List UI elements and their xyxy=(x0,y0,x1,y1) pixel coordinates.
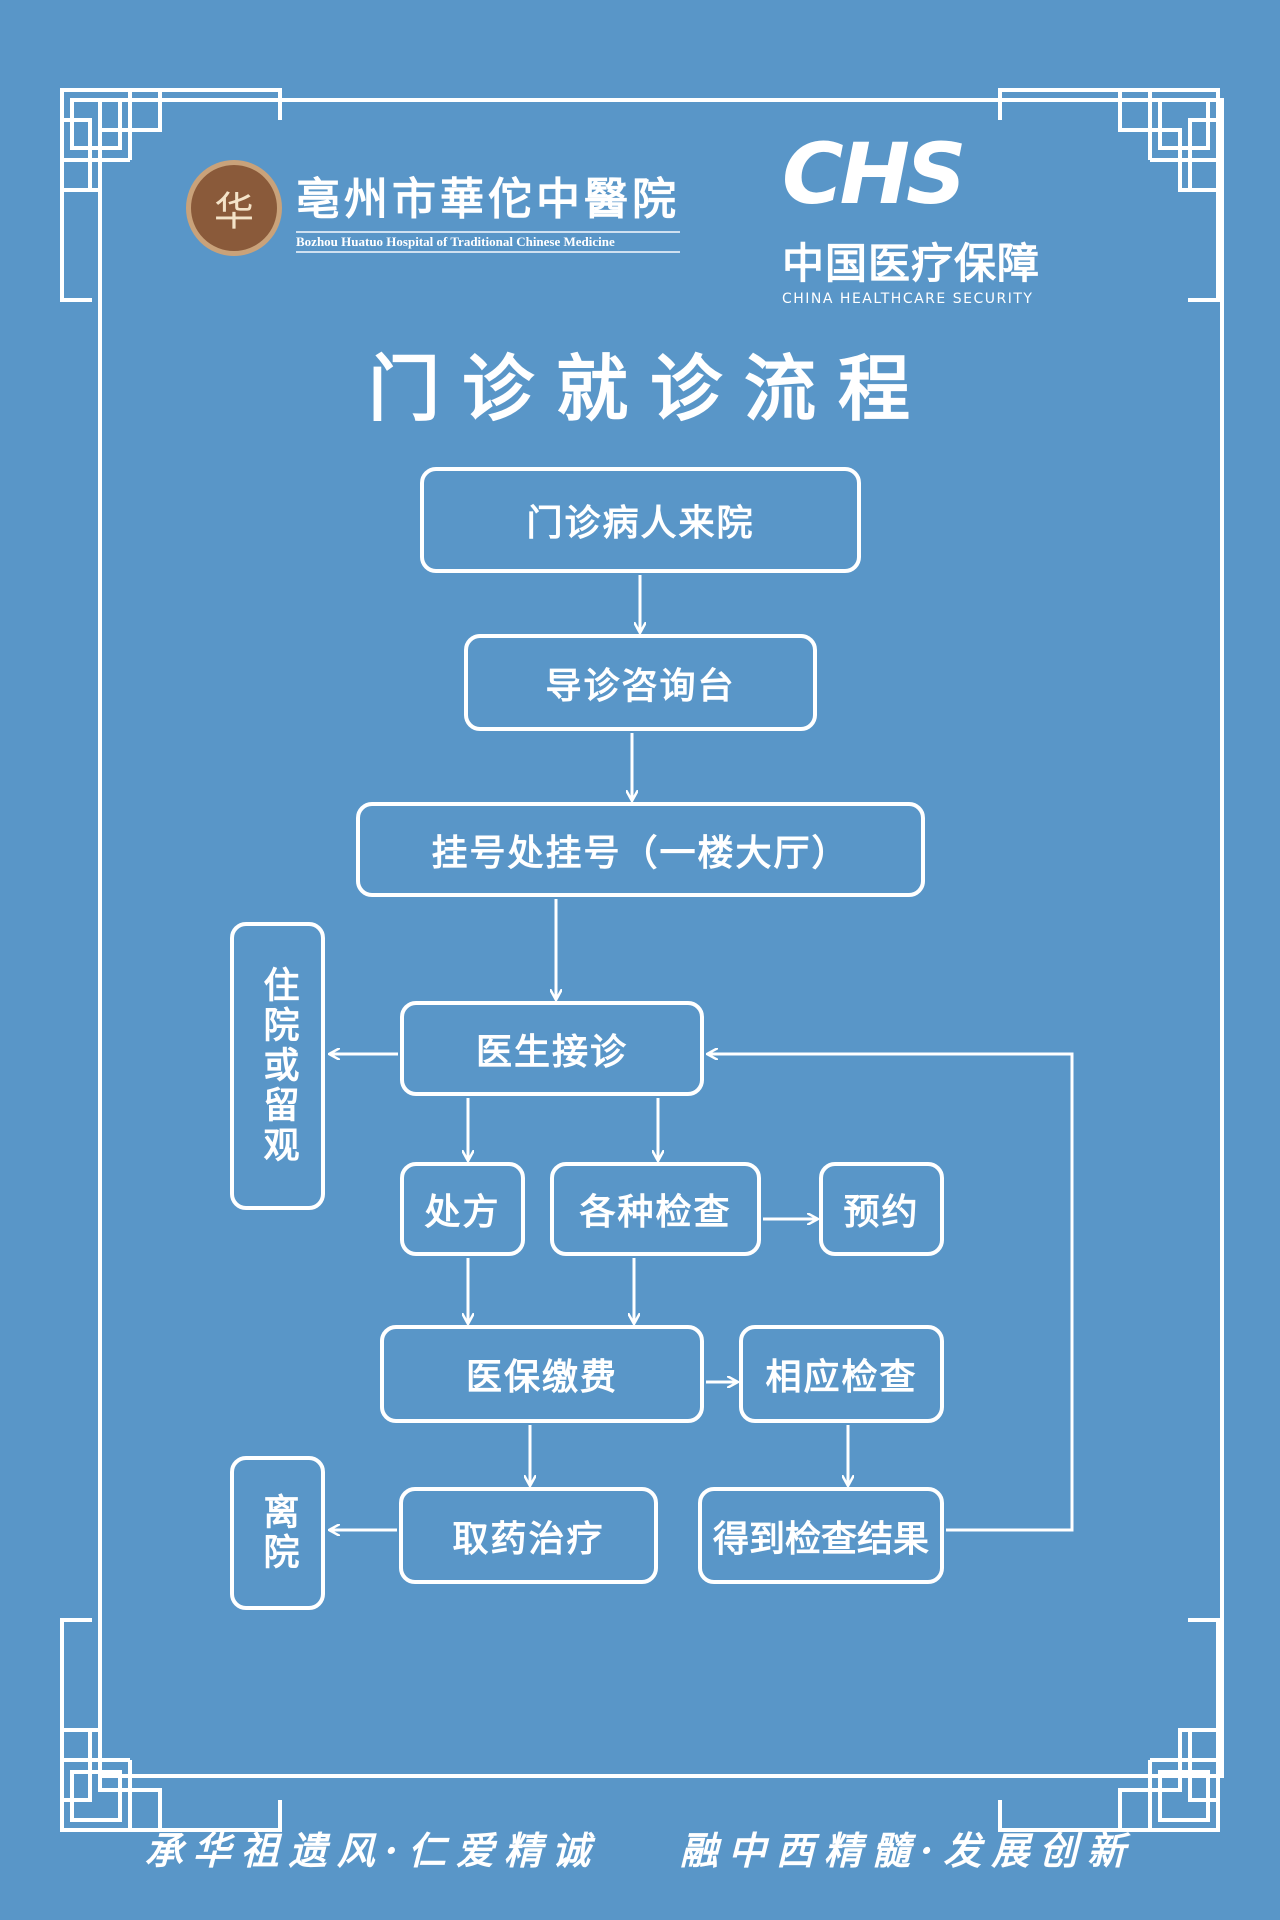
hospital-logo: 华 亳州市華佗中醫院 Bozhou Huatuo Hospital of Tra… xyxy=(186,160,680,256)
hospital-seal-icon: 华 xyxy=(186,160,282,256)
step-related-exam: 相应检查 xyxy=(739,1325,944,1423)
step-appointment: 预约 xyxy=(819,1162,944,1256)
step-doctor: 医生接诊 xyxy=(400,1001,704,1096)
step-results: 得到检查结果 xyxy=(698,1487,944,1584)
step-exams: 各种检查 xyxy=(550,1162,761,1256)
slogan-right: 融中西精髓·发展创新 xyxy=(680,1828,1136,1873)
step-leave: 离院 xyxy=(230,1456,325,1610)
slogan-left: 承华祖遗风·仁爱精诚 xyxy=(144,1828,600,1873)
page-title: 门诊就诊流程 xyxy=(367,347,932,431)
step-register: 挂号处挂号（一楼大厅） xyxy=(356,802,925,897)
hospital-name-en: Bozhou Huatuo Hospital of Traditional Ch… xyxy=(296,231,680,253)
hospital-name-cn: 亳州市華佗中醫院 xyxy=(296,174,680,225)
step-arrive: 门诊病人来院 xyxy=(420,467,861,573)
chs-logo: CHS 中国医疗保障 CHINA HEALTHCARE SECURITY xyxy=(782,132,1040,307)
step-prescription: 处方 xyxy=(400,1162,525,1256)
arrow xyxy=(708,1054,1074,1532)
chs-mark: CHS xyxy=(782,125,966,223)
step-payment: 医保缴费 xyxy=(380,1325,704,1423)
step-inpatient: 住院或留观 xyxy=(230,922,325,1210)
step-medicine: 取药治疗 xyxy=(399,1487,658,1584)
chs-name-en: CHINA HEALTHCARE SECURITY xyxy=(782,291,1034,307)
footer-slogans: 承华祖遗风·仁爱精诚 融中西精髓·发展创新 xyxy=(0,1820,1280,1875)
step-guide-desk: 导诊咨询台 xyxy=(464,634,817,731)
chs-name-cn: 中国医疗保障 xyxy=(782,239,1041,288)
